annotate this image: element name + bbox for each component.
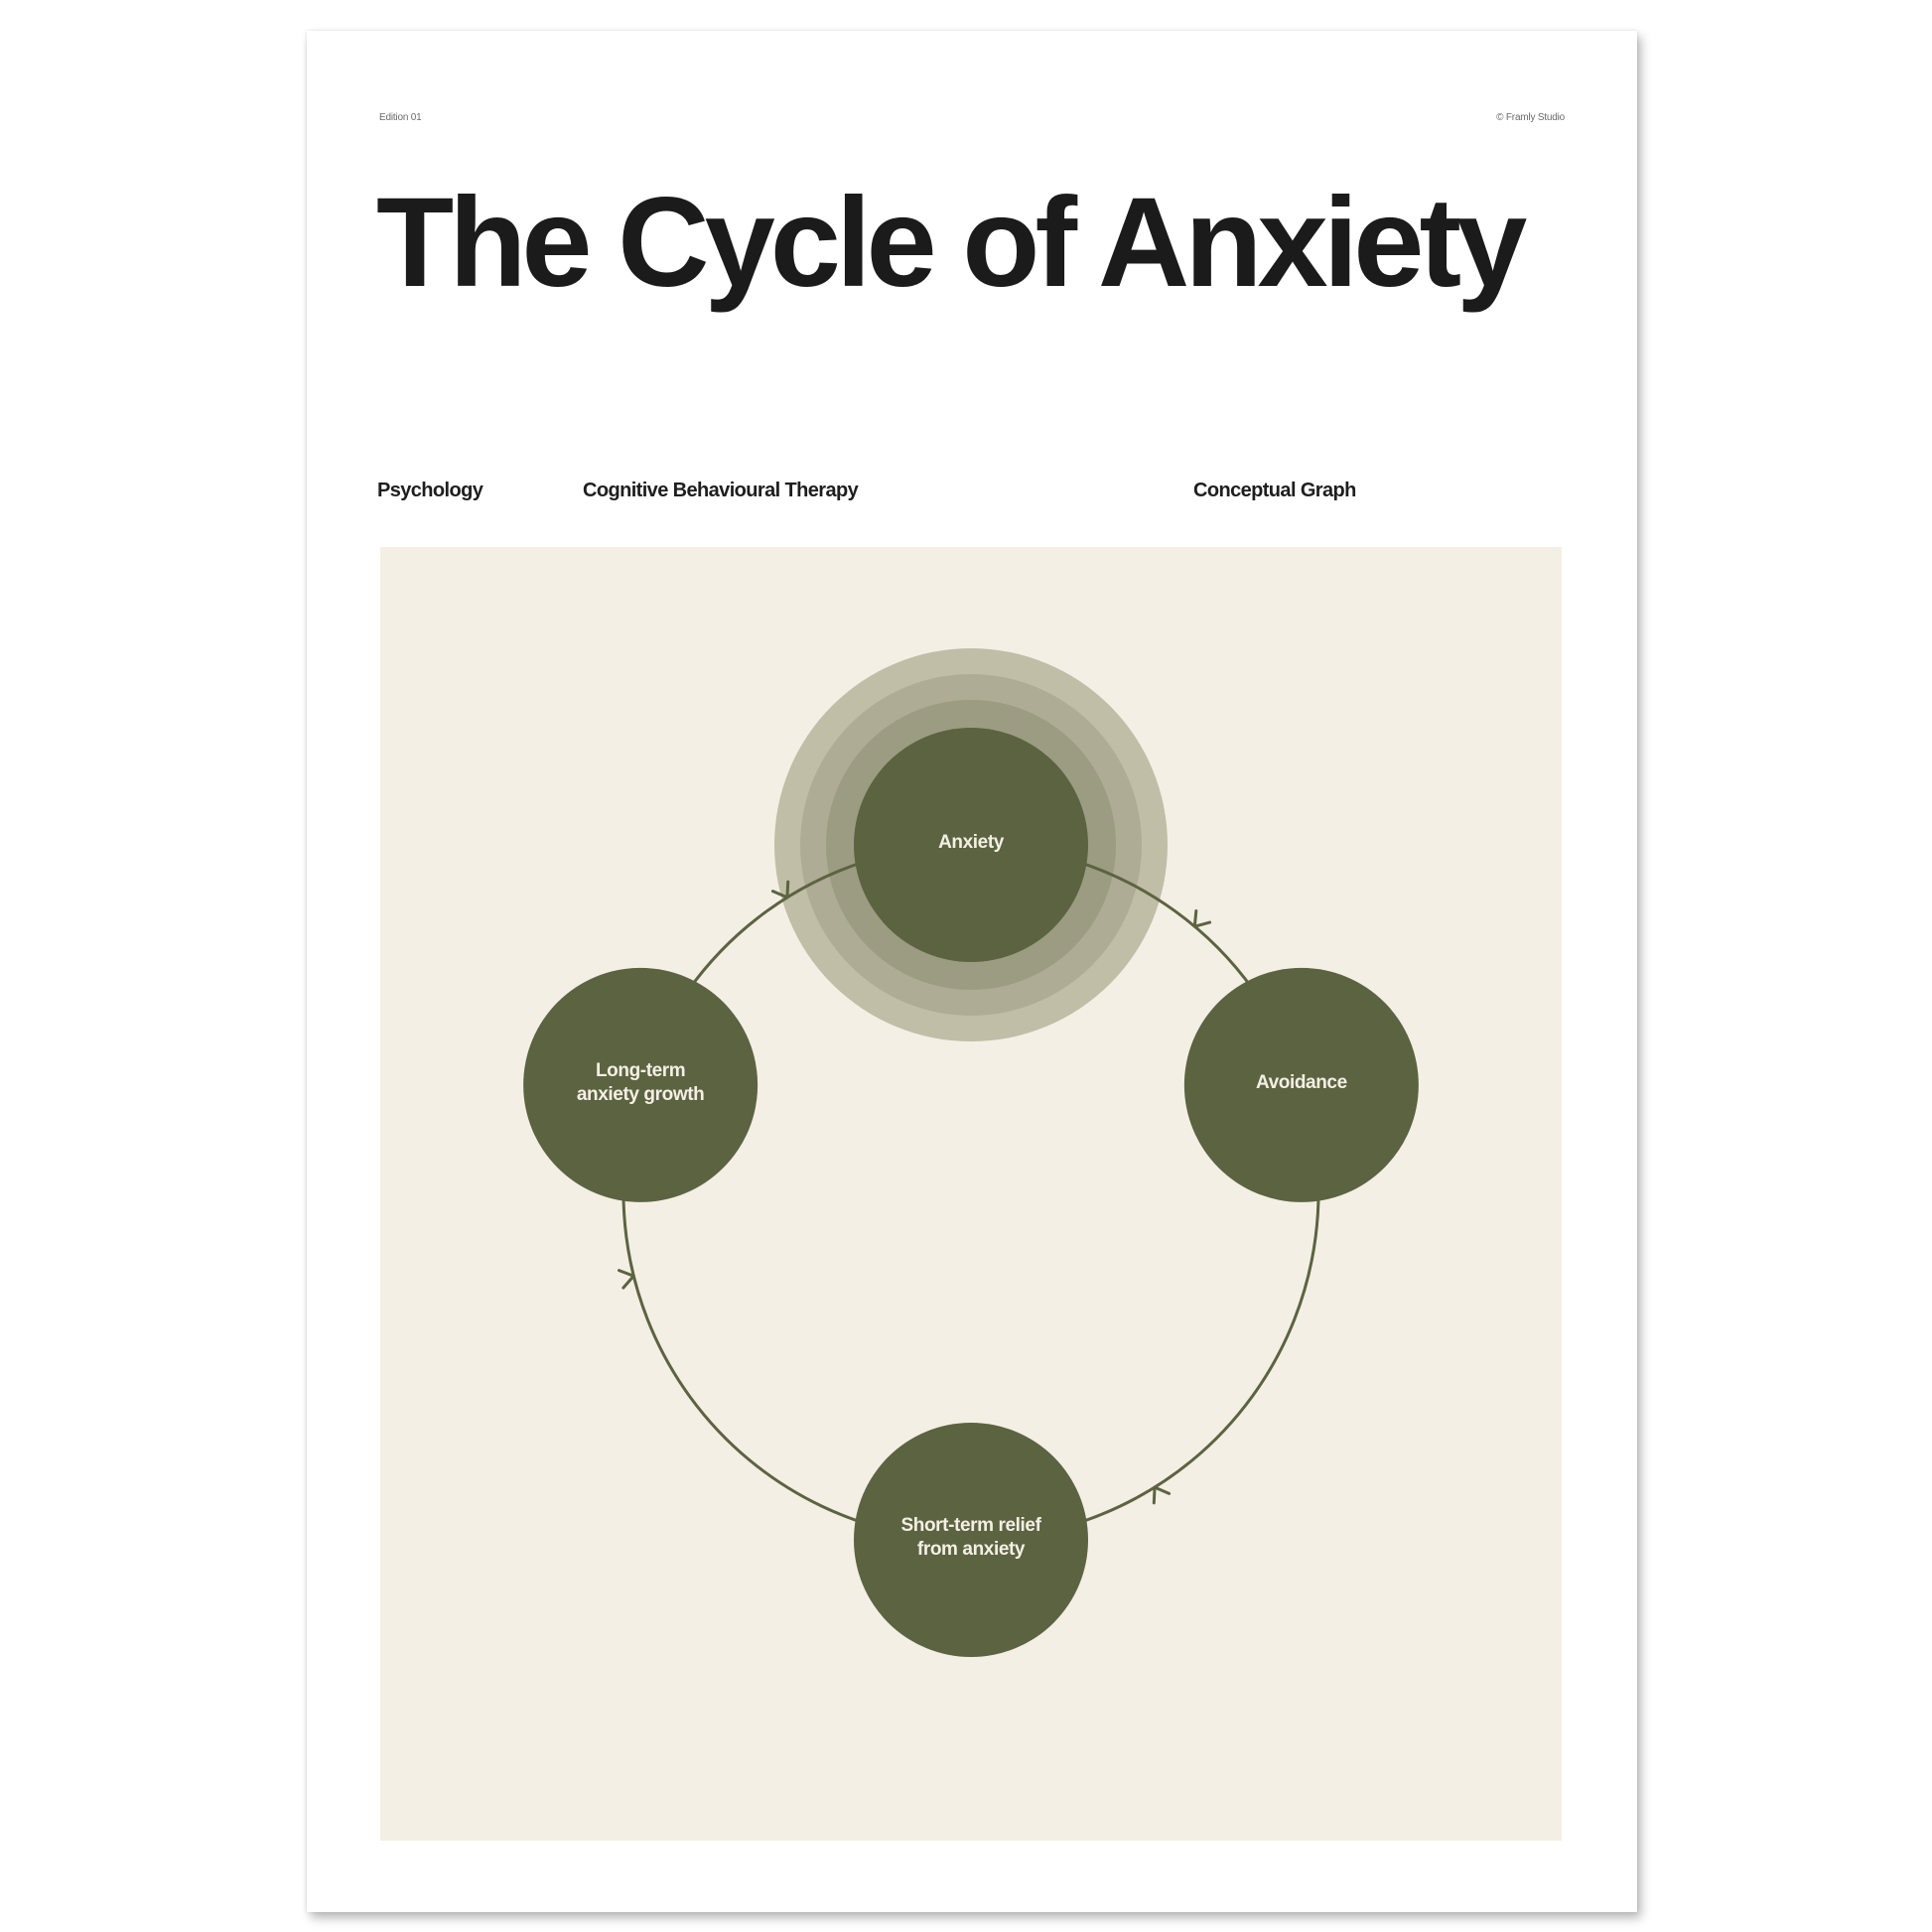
node-label-growth: Long-term anxiety growth: [576, 1059, 705, 1105]
edition-label: Edition 01: [379, 112, 422, 123]
node-label-avoidance: Avoidance: [1255, 1071, 1347, 1093]
node-label-anxiety: Anxiety: [938, 832, 1004, 853]
node-label-relief: Short-term relief from anxiety: [900, 1515, 1041, 1560]
category-label: Psychology: [377, 480, 483, 501]
poster: Edition 01 © Framly Studio The Cycle of …: [307, 31, 1637, 1912]
node-growth: [523, 967, 759, 1202]
arrowhead-icon: [617, 1269, 635, 1290]
poster-title: The Cycle of Anxiety: [376, 172, 1527, 314]
arrowhead-icon: [1152, 1485, 1172, 1505]
topic-label: Cognitive Behavioural Therapy: [583, 480, 859, 501]
node-avoidance: [1183, 967, 1419, 1202]
node-relief: [854, 1423, 1088, 1657]
node-anxiety: [854, 728, 1088, 962]
arrowhead-icon: [1192, 908, 1212, 928]
arrowhead-icon: [770, 880, 790, 899]
copyright-label: © Framly Studio: [1496, 112, 1565, 123]
cycle-diagram: [523, 648, 1419, 1657]
graph-type-label: Conceptual Graph: [1193, 480, 1356, 501]
